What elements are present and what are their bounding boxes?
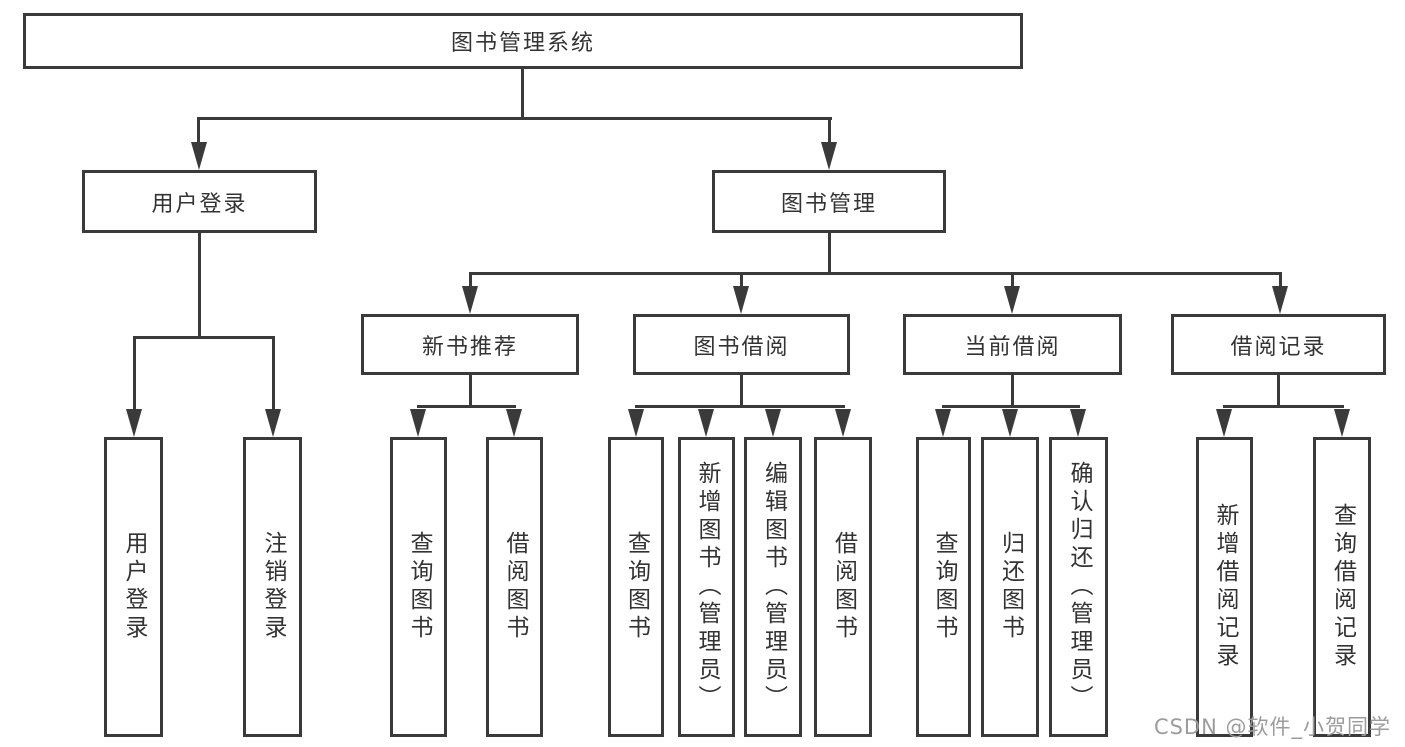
connector-current-bar bbox=[942, 405, 1080, 408]
connector-drop-user-login bbox=[197, 117, 200, 145]
arrowhead-current-confirm bbox=[1070, 409, 1086, 437]
connector-borrowing-stem bbox=[740, 375, 743, 408]
leaf-add-borrow-record: 新增借阅记录 bbox=[1196, 437, 1253, 737]
arrowhead-borrowing-edit bbox=[765, 409, 781, 437]
arrowhead-newbook-borrow bbox=[506, 409, 522, 437]
leaf-borrow-books-2: 借阅图书 bbox=[814, 437, 872, 737]
arrowhead-current bbox=[1004, 286, 1020, 314]
leaf-edit-books-admin: 编辑图书（管理员） bbox=[744, 437, 802, 737]
leaf-query-borrow-record: 查询借阅记录 bbox=[1313, 437, 1371, 737]
node-current-borrowing: 当前借阅 bbox=[903, 314, 1122, 375]
connector-level2-bar bbox=[469, 272, 1282, 275]
arrowhead-records bbox=[1272, 286, 1288, 314]
connector-mgmt-stem bbox=[828, 233, 831, 275]
arrowhead-user-login bbox=[191, 142, 207, 170]
leaf-return-books: 归还图书 bbox=[981, 437, 1039, 737]
connector-drop-borrowing bbox=[740, 272, 743, 288]
connector-drop-current bbox=[1011, 272, 1014, 288]
connector-current-stem bbox=[1011, 375, 1014, 408]
arrowhead-records-add bbox=[1216, 409, 1232, 437]
connector-newbook-bar bbox=[417, 405, 516, 408]
node-book-management-branch: 图书管理 bbox=[712, 170, 946, 233]
connector-drop-new-book bbox=[469, 272, 472, 288]
arrowhead-borrowing-borrow bbox=[835, 409, 851, 437]
connector-drop-leaf-logout bbox=[272, 336, 275, 411]
connector-records-stem bbox=[1277, 375, 1280, 408]
leaf-confirm-return-admin: 确认归还（管理员） bbox=[1049, 437, 1108, 737]
node-new-book-recommend: 新书推荐 bbox=[361, 314, 579, 375]
connector-drop-leaf-login bbox=[133, 336, 136, 411]
arrowhead-borrowing-query bbox=[628, 409, 644, 437]
connector-records-bar bbox=[1223, 405, 1344, 408]
leaf-logout: 注销登录 bbox=[243, 437, 302, 737]
arrowhead-records-query bbox=[1334, 409, 1350, 437]
arrowhead-current-return bbox=[1002, 409, 1018, 437]
node-book-borrowing: 图书借阅 bbox=[633, 314, 850, 375]
leaf-add-books-admin: 新增图书（管理员） bbox=[678, 437, 735, 737]
connector-drop-book-mgmt bbox=[828, 117, 831, 145]
connector-level1-bar bbox=[197, 117, 832, 120]
connector-borrowing-bar bbox=[635, 405, 845, 408]
node-borrow-records: 借阅记录 bbox=[1171, 314, 1386, 375]
leaf-query-books-2: 查询图书 bbox=[608, 437, 664, 737]
arrowhead-book-mgmt bbox=[821, 142, 837, 170]
leaf-query-books-3: 查询图书 bbox=[916, 437, 971, 737]
csdn-watermark: CSDN @软件_小贺同学 bbox=[1153, 715, 1391, 739]
node-library-management-system: 图书管理系统 bbox=[23, 13, 1023, 69]
arrowhead-leaf-login bbox=[126, 409, 142, 437]
arrowhead-borrowing bbox=[733, 286, 749, 314]
arrowhead-new-book bbox=[462, 286, 478, 314]
arrowhead-current-query bbox=[935, 409, 951, 437]
leaf-borrow-books-1: 借阅图书 bbox=[486, 437, 543, 737]
connector-login-stem bbox=[198, 233, 201, 339]
connector-drop-records bbox=[1279, 272, 1282, 288]
leaf-user-login: 用户登录 bbox=[104, 437, 163, 737]
leaf-query-books-1: 查询图书 bbox=[390, 437, 447, 737]
node-user-login-branch: 用户登录 bbox=[82, 170, 317, 233]
connector-login-bar bbox=[133, 336, 275, 339]
arrowhead-borrowing-add bbox=[698, 409, 714, 437]
connector-newbook-stem bbox=[469, 375, 472, 408]
arrowhead-leaf-logout bbox=[265, 409, 281, 437]
connector-root-stem bbox=[521, 69, 524, 120]
arrowhead-newbook-query bbox=[410, 409, 426, 437]
